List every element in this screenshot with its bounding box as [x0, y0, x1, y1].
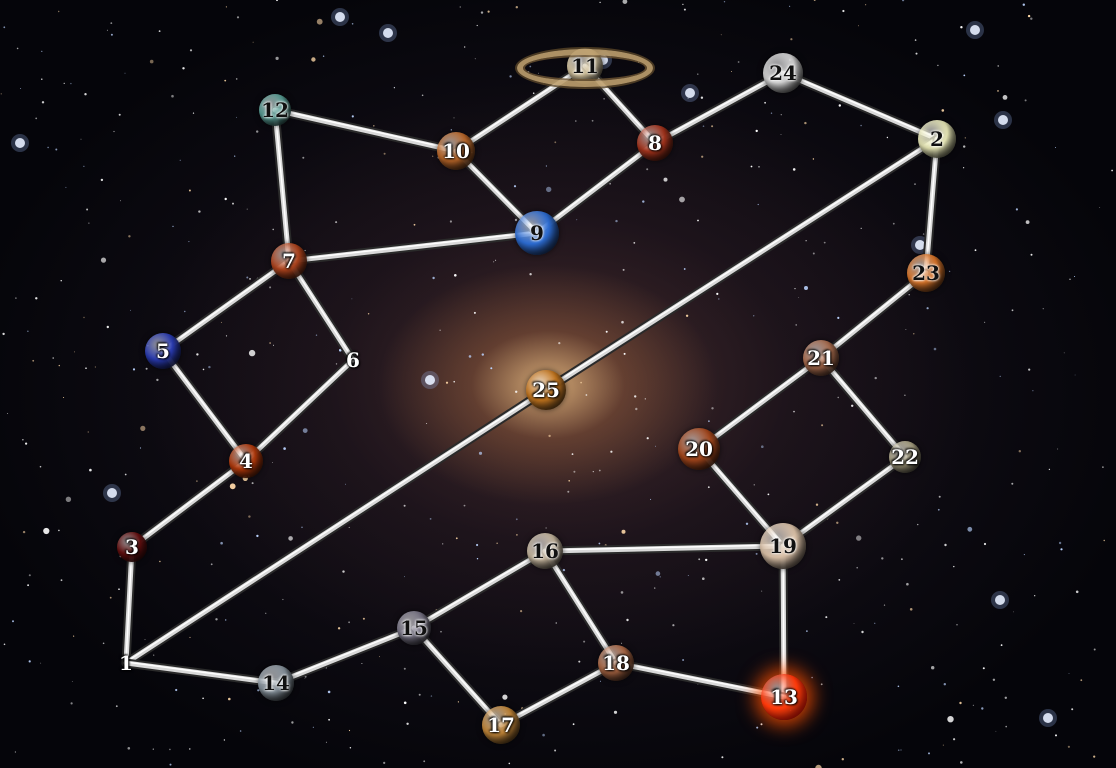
route-24-2[interactable]: [778, 68, 942, 144]
planet-node-16[interactable]: 16: [527, 533, 563, 569]
route-2-23[interactable]: [921, 134, 942, 278]
planet-node-11[interactable]: 11: [517, 48, 653, 87]
route-22-19[interactable]: [778, 452, 910, 551]
planet-number-label: 21: [807, 346, 835, 370]
planet-node-5[interactable]: 5: [145, 333, 181, 369]
route-4-5[interactable]: [158, 346, 251, 466]
planet-number-label: 1: [119, 651, 133, 675]
route-1-3[interactable]: [121, 542, 137, 668]
planet-node-14[interactable]: 14: [258, 665, 294, 701]
planet-number-label: 10: [442, 139, 470, 163]
planet-number-label: 25: [532, 378, 560, 402]
planet-node-8[interactable]: 8: [637, 125, 673, 161]
route-21-20[interactable]: [694, 353, 826, 454]
planet-node-13[interactable]: 13: [761, 674, 807, 720]
planet-node-25[interactable]: 25: [526, 370, 566, 410]
planet-node-23[interactable]: 23: [907, 254, 945, 292]
planet-number-label: 13: [770, 685, 798, 709]
route-8-24[interactable]: [650, 68, 788, 148]
planet-node-17[interactable]: 17: [482, 706, 520, 744]
planet-number-label: 17: [487, 713, 515, 737]
planet-number-label: 24: [769, 61, 797, 85]
planet-node-21[interactable]: 21: [803, 340, 839, 376]
planet-node-7[interactable]: 7: [271, 243, 307, 279]
planet-node-4[interactable]: 4: [229, 444, 263, 478]
planet-node-18[interactable]: 18: [598, 645, 634, 681]
planet-number-label: 7: [282, 249, 296, 273]
route-3-4[interactable]: [127, 456, 251, 552]
route-16-18[interactable]: [540, 546, 621, 668]
planet-number-label: 11: [571, 54, 599, 78]
route-14-1[interactable]: [121, 658, 281, 688]
route-10-11[interactable]: [451, 61, 590, 156]
planet-number-label: 5: [156, 339, 170, 363]
planet-number-label: 22: [891, 445, 919, 469]
planet-node-1[interactable]: 1: [111, 648, 141, 678]
route-15-14[interactable]: [271, 623, 419, 688]
planet-number-label: 6: [346, 348, 360, 372]
planet-number-label: 2: [930, 127, 944, 151]
route-18-13[interactable]: [611, 658, 789, 702]
route-4-6[interactable]: [241, 355, 358, 466]
planet-number-label: 20: [685, 437, 713, 461]
planet-node-10[interactable]: 10: [437, 132, 475, 170]
route-7-12[interactable]: [270, 105, 294, 266]
route-23-21[interactable]: [816, 268, 931, 363]
route-5-7[interactable]: [158, 256, 294, 356]
route-17-18[interactable]: [496, 658, 621, 730]
planet-number-label: 8: [648, 131, 662, 155]
route-15-17[interactable]: [409, 623, 506, 730]
planet-node-15[interactable]: 15: [397, 611, 431, 645]
planet-number-label: 3: [125, 535, 139, 559]
route-6-7[interactable]: [284, 256, 358, 365]
route-21-22[interactable]: [816, 353, 910, 462]
route-19-13[interactable]: [778, 541, 789, 702]
planet-node-22[interactable]: 22: [889, 441, 921, 473]
planet-node-19[interactable]: 19: [760, 523, 806, 569]
route-25-1[interactable]: [121, 385, 551, 668]
planet-node-9[interactable]: 9: [515, 211, 559, 255]
planet-number-label: 23: [912, 261, 940, 285]
route-19-16[interactable]: [540, 541, 788, 556]
planet-node-12[interactable]: 12: [259, 94, 291, 126]
route-9-8[interactable]: [532, 138, 660, 238]
planet-number-label: 12: [261, 98, 289, 122]
route-12-10[interactable]: [270, 105, 461, 156]
planet-node-3[interactable]: 3: [117, 532, 147, 562]
planet-number-label: 19: [769, 534, 797, 558]
planet-number-label: 4: [239, 449, 253, 473]
planet-node-6[interactable]: 6: [338, 345, 368, 375]
planet-node-2[interactable]: 2: [918, 120, 956, 158]
planet-number-label: 14: [262, 671, 290, 695]
route-2-25[interactable]: [541, 134, 942, 395]
planet-number-label: 9: [530, 221, 544, 245]
route-7-9[interactable]: [284, 228, 542, 266]
planet-number-label: 15: [400, 616, 428, 640]
route-16-15[interactable]: [409, 546, 550, 633]
planet-number-label: 16: [531, 539, 559, 563]
planet-node-20[interactable]: 20: [678, 428, 720, 470]
planet-node-24[interactable]: 24: [763, 53, 803, 93]
planet-number-label: 18: [602, 651, 630, 675]
